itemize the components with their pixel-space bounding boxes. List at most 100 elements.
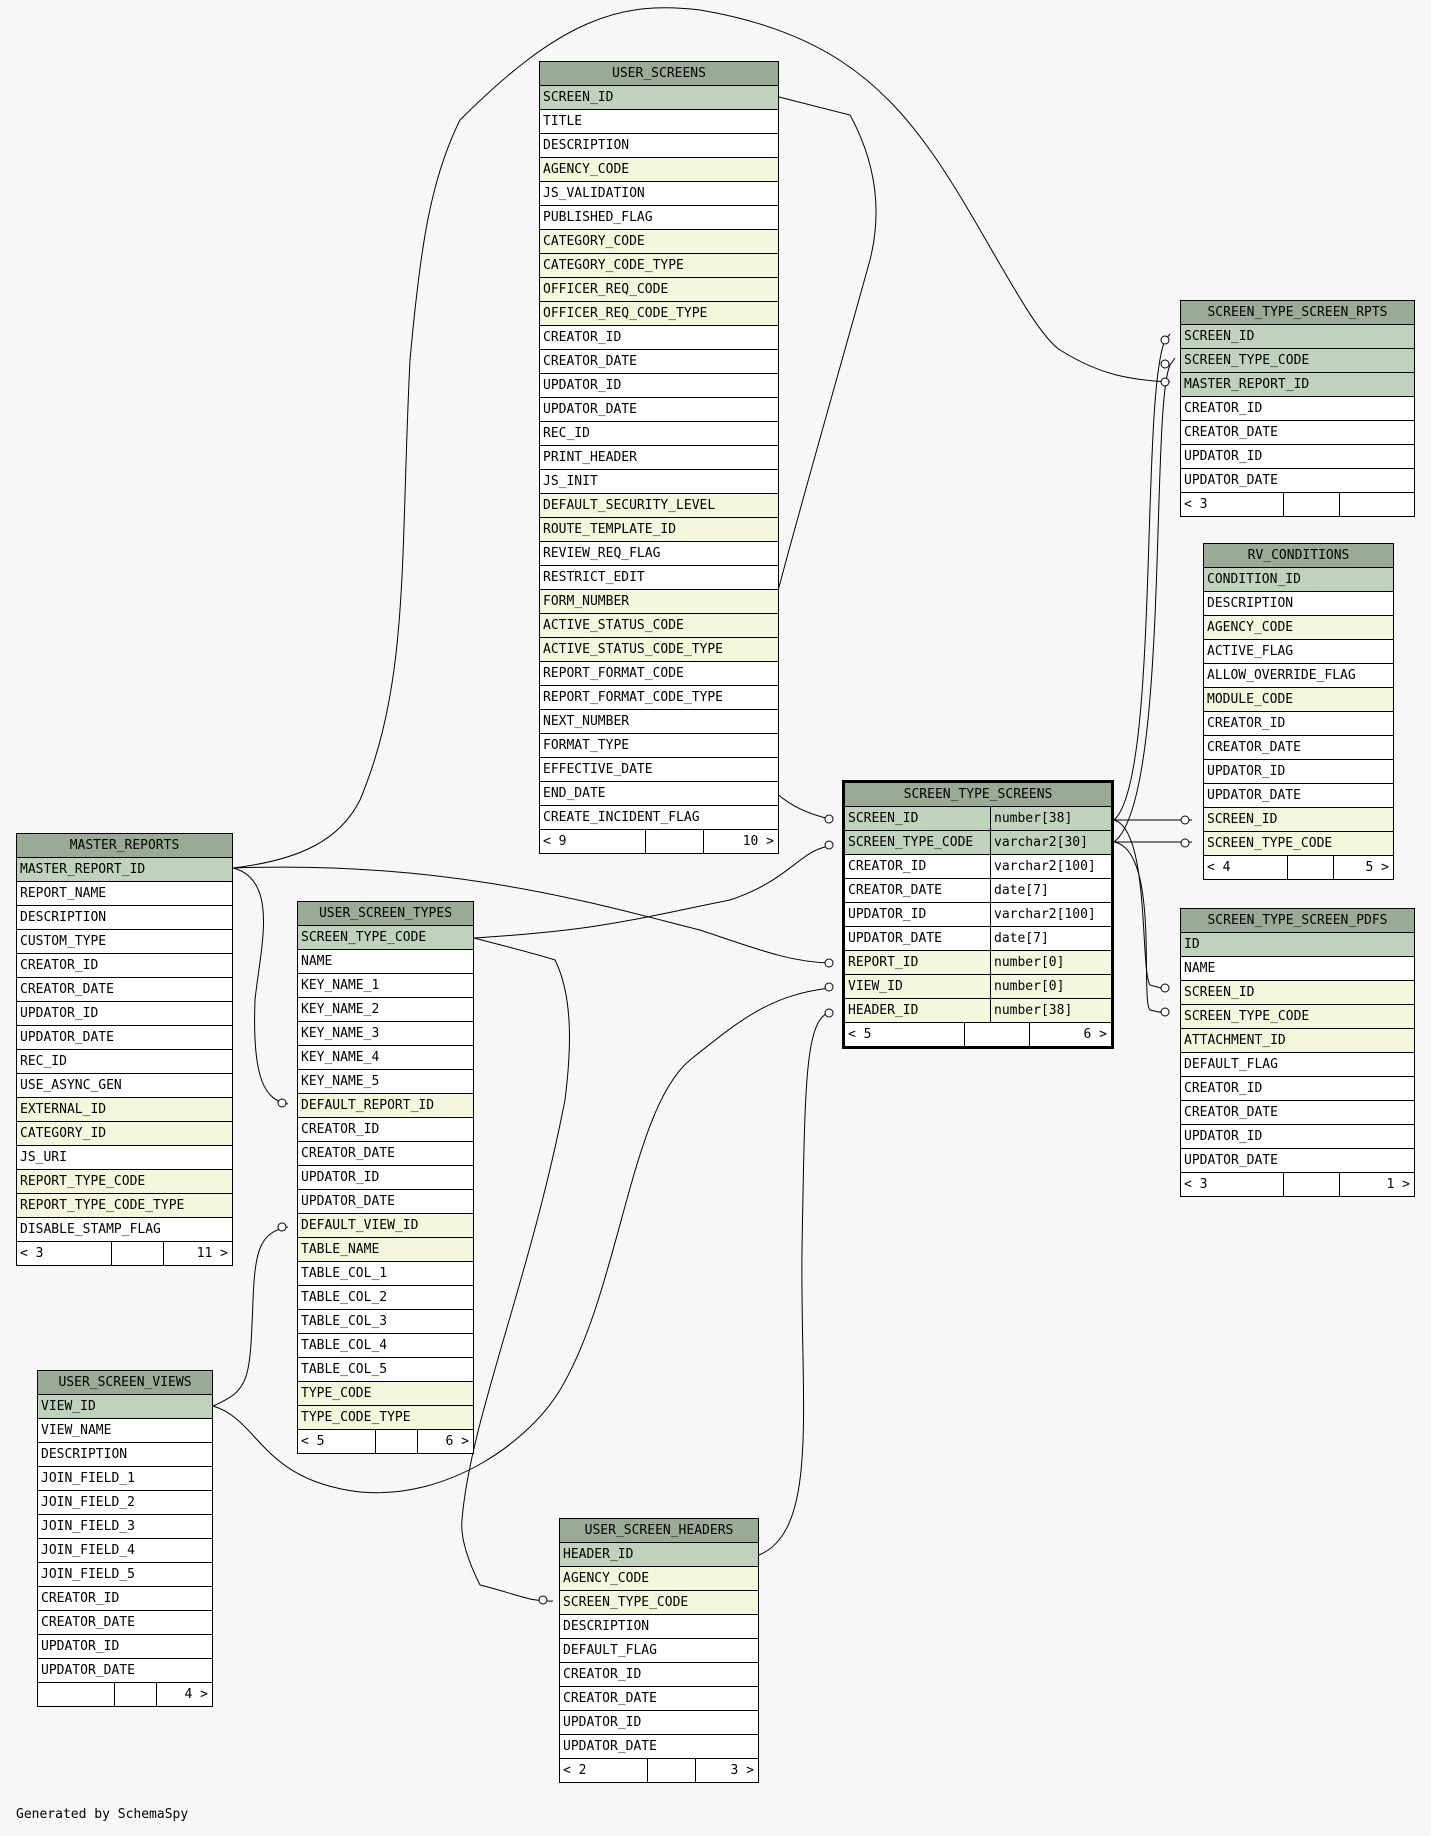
- column-row[interactable]: CREATOR_ID: [38, 1587, 212, 1611]
- parent-count[interactable]: < 3: [1181, 1173, 1284, 1196]
- column-row[interactable]: ACTIVE_FLAG: [1204, 640, 1393, 664]
- column-row[interactable]: CATEGORY_ID: [17, 1122, 232, 1146]
- column-row[interactable]: CREATOR_DATE: [540, 350, 778, 374]
- child-count[interactable]: 5 >: [1365, 860, 1389, 875]
- column-row[interactable]: UPDATOR_DATE: [560, 1735, 758, 1759]
- column-row[interactable]: CREATOR_ID: [1181, 397, 1414, 421]
- column-row[interactable]: OFFICER_REQ_CODE: [540, 278, 778, 302]
- column-row[interactable]: UPDATOR_DATE: [38, 1659, 212, 1683]
- column-row[interactable]: UPDATOR_ID: [1181, 1125, 1414, 1149]
- column-row[interactable]: SCREEN_TYPE_CODE: [1181, 349, 1414, 373]
- column-row[interactable]: SCREEN_TYPE_CODE: [298, 926, 473, 950]
- column-row[interactable]: JS_INIT: [540, 470, 778, 494]
- column-row[interactable]: ID: [1181, 933, 1414, 957]
- parent-count[interactable]: < 4: [1204, 856, 1288, 879]
- column-row[interactable]: UPDATOR_ID: [1181, 445, 1414, 469]
- parent-count[interactable]: < 5: [298, 1430, 376, 1453]
- column-row[interactable]: DEFAULT_FLAG: [1181, 1053, 1414, 1077]
- parent-count[interactable]: < 3: [17, 1242, 112, 1265]
- column-row[interactable]: TABLE_NAME: [298, 1238, 473, 1262]
- column-row[interactable]: SCREEN_TYPE_CODE: [1181, 1005, 1414, 1029]
- column-row[interactable]: TYPE_CODE_TYPE: [298, 1406, 473, 1430]
- column-row[interactable]: UPDATOR_ID: [298, 1166, 473, 1190]
- parent-count[interactable]: < 3: [1181, 493, 1284, 516]
- column-row[interactable]: AGENCY_CODE: [1204, 616, 1393, 640]
- column-row[interactable]: ACTIVE_STATUS_CODE: [540, 614, 778, 638]
- column-row[interactable]: DESCRIPTION: [560, 1615, 758, 1639]
- column-row[interactable]: UPDATOR_ID: [17, 1002, 232, 1026]
- column-row[interactable]: JOIN_FIELD_2: [38, 1491, 212, 1515]
- column-row[interactable]: CUSTOM_TYPE: [17, 930, 232, 954]
- column-row[interactable]: ROUTE_TEMPLATE_ID: [540, 518, 778, 542]
- column-row[interactable]: EXTERNAL_ID: [17, 1098, 232, 1122]
- column-row[interactable]: CREATOR_DATE: [1181, 421, 1414, 445]
- column-row[interactable]: REPORT_NAME: [17, 882, 232, 906]
- column-row[interactable]: NAME: [1181, 957, 1414, 981]
- column-row[interactable]: VIEW_ID: [38, 1395, 212, 1419]
- column-row[interactable]: JOIN_FIELD_5: [38, 1563, 212, 1587]
- column-row[interactable]: CREATOR_ID: [298, 1118, 473, 1142]
- column-row[interactable]: JOIN_FIELD_3: [38, 1515, 212, 1539]
- column-row[interactable]: PRINT_HEADER: [540, 446, 778, 470]
- column-row[interactable]: MASTER_REPORT_ID: [17, 858, 232, 882]
- column-row[interactable]: TABLE_COL_4: [298, 1334, 473, 1358]
- column-row[interactable]: DESCRIPTION: [540, 134, 778, 158]
- parent-count[interactable]: < 9: [540, 830, 646, 853]
- column-row[interactable]: CONDITION_ID: [1204, 568, 1393, 592]
- column-row[interactable]: SCREEN_TYPE_CODE: [560, 1591, 758, 1615]
- child-count[interactable]: 3 >: [730, 1763, 754, 1778]
- child-count[interactable]: 4 >: [184, 1687, 208, 1702]
- column-row[interactable]: REC_ID: [540, 422, 778, 446]
- column-row[interactable]: CREATOR_ID: [560, 1663, 758, 1687]
- column-row[interactable]: CREATOR_DATE: [1181, 1101, 1414, 1125]
- column-row[interactable]: SCREEN_TYPE_CODE: [1204, 832, 1393, 856]
- column-row[interactable]: CREATOR_ID: [540, 326, 778, 350]
- column-row[interactable]: CREATE_INCIDENT_FLAG: [540, 806, 778, 830]
- column-row[interactable]: RESTRICT_EDIT: [540, 566, 778, 590]
- child-count[interactable]: 11 >: [196, 1246, 228, 1261]
- column-row[interactable]: KEY_NAME_4: [298, 1046, 473, 1070]
- column-row[interactable]: CATEGORY_CODE: [540, 230, 778, 254]
- column-row[interactable]: CREATOR_ID: [1204, 712, 1393, 736]
- column-row[interactable]: SCREEN_ID: [1181, 325, 1414, 349]
- column-row[interactable]: USE_ASYNC_GEN: [17, 1074, 232, 1098]
- column-row[interactable]: REPORT_FORMAT_CODE: [540, 662, 778, 686]
- column-row[interactable]: AGENCY_CODE: [560, 1567, 758, 1591]
- column-row[interactable]: JS_VALIDATION: [540, 182, 778, 206]
- column-row[interactable]: FORMAT_TYPE: [540, 734, 778, 758]
- column-row[interactable]: UPDATOR_DATE: [17, 1026, 232, 1050]
- column-row[interactable]: NAME: [298, 950, 473, 974]
- column-row[interactable]: UPDATOR_DATE: [298, 1190, 473, 1214]
- column-row[interactable]: OFFICER_REQ_CODE_TYPE: [540, 302, 778, 326]
- column-row[interactable]: CREATOR_DATE: [298, 1142, 473, 1166]
- column-row[interactable]: EFFECTIVE_DATE: [540, 758, 778, 782]
- column-row[interactable]: ALLOW_OVERRIDE_FLAG: [1204, 664, 1393, 688]
- column-row[interactable]: UPDATOR_DATE: [1204, 784, 1393, 808]
- column-row[interactable]: DESCRIPTION: [17, 906, 232, 930]
- column-row[interactable]: DESCRIPTION: [38, 1443, 212, 1467]
- column-row[interactable]: VIEW_NAME: [38, 1419, 212, 1443]
- column-row[interactable]: REVIEW_REQ_FLAG: [540, 542, 778, 566]
- column-row[interactable]: TABLE_COL_5: [298, 1358, 473, 1382]
- column-row[interactable]: CREATOR_DATE: [560, 1687, 758, 1711]
- column-row[interactable]: TABLE_COL_1: [298, 1262, 473, 1286]
- column-row[interactable]: UPDATOR_ID: [560, 1711, 758, 1735]
- column-row[interactable]: TABLE_COL_2: [298, 1286, 473, 1310]
- column-row[interactable]: CREATOR_ID: [17, 954, 232, 978]
- column-row[interactable]: MODULE_CODE: [1204, 688, 1393, 712]
- column-row[interactable]: END_DATE: [540, 782, 778, 806]
- parent-count[interactable]: < 2: [560, 1759, 648, 1782]
- column-row[interactable]: REPORT_FORMAT_CODE_TYPE: [540, 686, 778, 710]
